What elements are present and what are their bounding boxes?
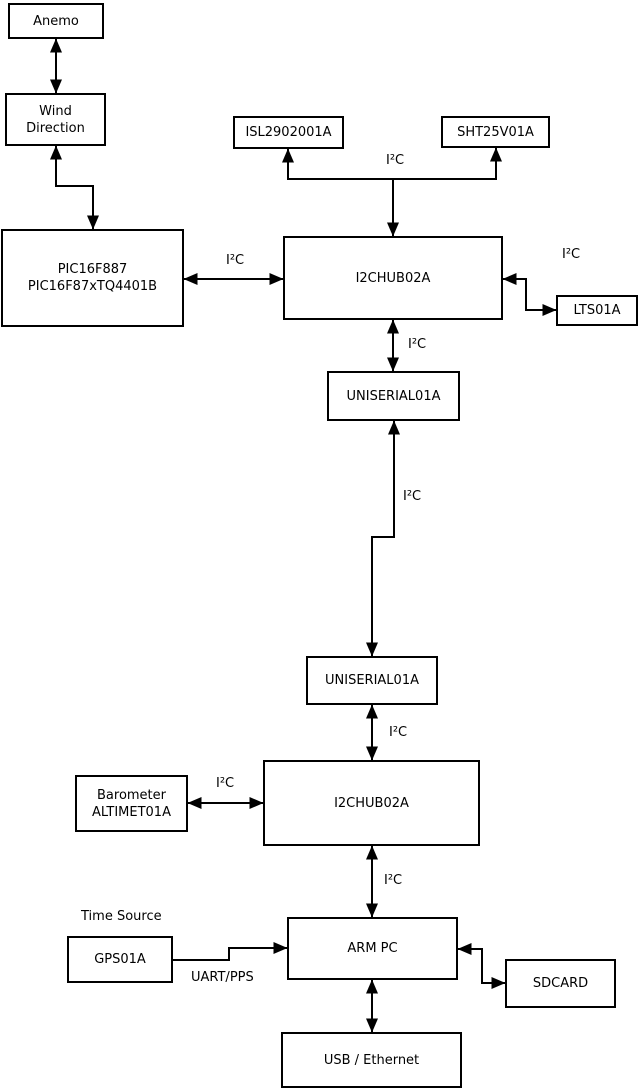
node-pic16f887: PIC16F887 PIC16F87xTQ4401B [1,229,184,327]
edge-winddirection-pic [50,145,99,230]
node-sht25v01a: SHT25V01A [441,116,550,148]
edge-label-i2c-hub-lts: I²C [562,247,581,262]
node-uniserial01a-top: UNISERIAL01A [327,371,460,421]
edge-label-uart-pps: UART/PPS [191,970,254,985]
edge-label-time-source: Time Source [81,909,162,924]
edge-uniserialtop-uniserialbottom [366,420,400,657]
node-usb-ethernet: USB / Ethernet [281,1032,462,1088]
edge-i2chubtop-lts [502,273,557,316]
node-gps01a: GPS01A [67,936,173,983]
edge-label-i2c-bus-top: I²C [386,153,405,168]
node-uniserial01a-bottom: UNISERIAL01A [306,656,438,705]
node-lts01a: LTS01A [556,295,638,326]
edge-label-i2c-barometer: I²C [216,776,235,791]
edge-label-i2c-pic-hub: I²C [226,253,245,268]
node-wind-direction: Wind Direction [5,93,106,146]
edge-label-i2c-hub2-armpc: I²C [384,873,403,888]
node-i2chub02a-bottom: I2CHUB02A [263,760,480,846]
node-i2chub02a-top: I2CHUB02A [283,236,503,320]
edge-armpc-sdcard [457,943,506,989]
edge-label-i2c-uniserial-link: I²C [403,489,422,504]
node-arm-pc: ARM PC [287,917,458,980]
node-barometer-altimet01a: Barometer ALTIMET01A [75,775,188,832]
edge-label-i2c-uniserial-hub2: I²C [389,725,408,740]
node-anemo: Anemo [8,3,104,39]
node-sdcard: SDCARD [505,959,616,1008]
edge-gps-armpc [173,942,288,961]
edge-label-i2c-hub-uniserial: I²C [408,337,427,352]
node-isl2902001a: ISL2902001A [233,116,344,149]
